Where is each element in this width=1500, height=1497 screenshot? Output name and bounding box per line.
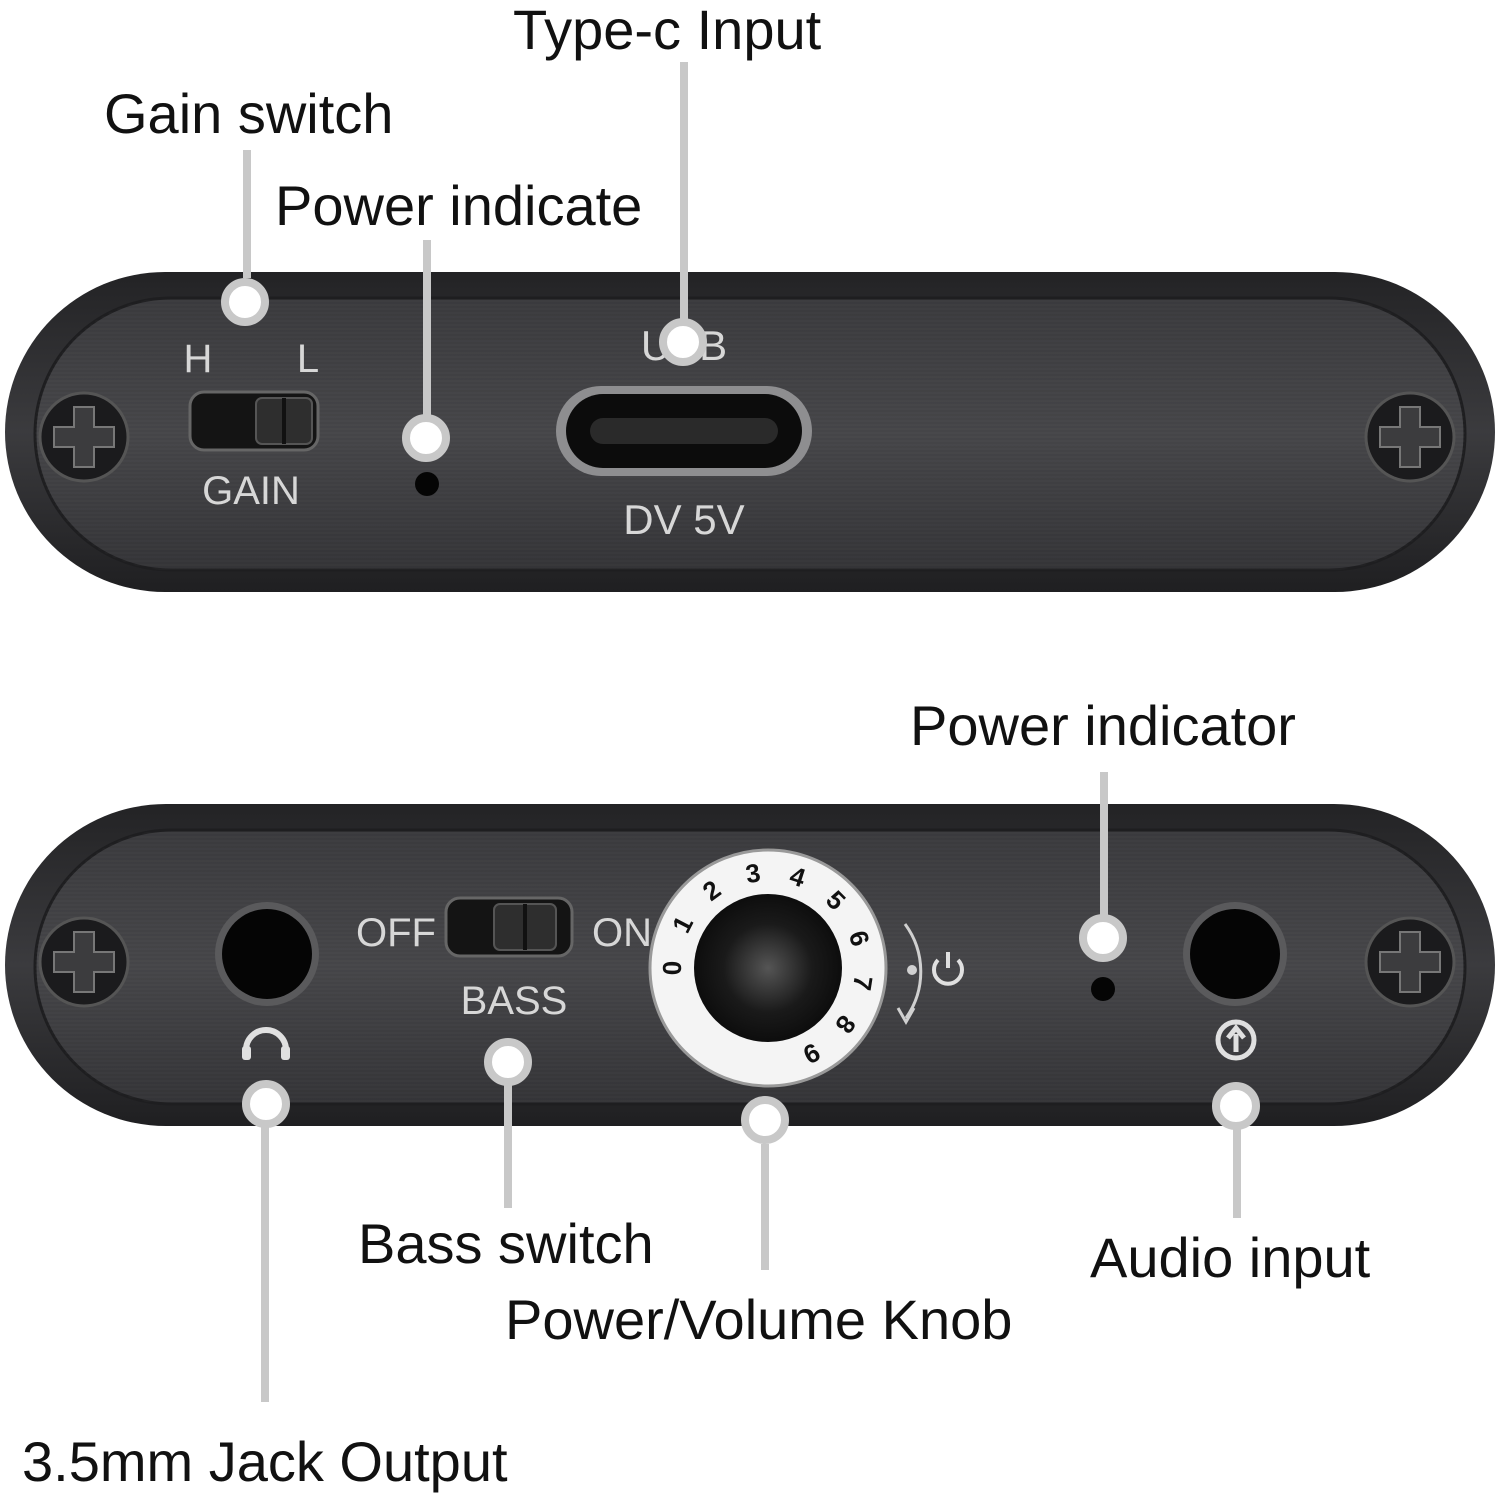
top-panel: H L GAIN USB DV 5V	[5, 272, 1495, 592]
headphone-icon	[242, 1027, 290, 1060]
knob-number-3: 3	[744, 857, 763, 889]
callout-markers	[221, 278, 1260, 1144]
knob-number-0: 0	[657, 961, 687, 975]
bass-on-label: ON	[592, 911, 652, 955]
screw-icon	[1364, 916, 1456, 1008]
usb-c-port[interactable]	[556, 386, 812, 476]
type-c-input-label: Type-c Input	[513, 0, 822, 61]
gain-low-label: L	[297, 337, 319, 381]
bass-off-label: OFF	[356, 911, 436, 955]
power-volume-knob-label: Power/Volume Knob	[505, 1288, 1013, 1351]
bass-label: BASS	[461, 979, 568, 1023]
leader-lines	[243, 62, 1241, 1402]
audio-input-label: Audio input	[1090, 1226, 1371, 1289]
power-arc	[896, 923, 923, 1026]
screw-icon	[38, 916, 130, 1008]
bass-switch-label: Bass switch	[358, 1212, 654, 1275]
jack-output-label: 3.5mm Jack Output	[22, 1430, 508, 1493]
dv-label: DV 5V	[623, 496, 744, 543]
gain-label: GAIN	[202, 469, 300, 513]
gain-high-label: H	[184, 337, 213, 381]
audio-input-icon	[1215, 1019, 1257, 1061]
power-led	[415, 472, 439, 496]
power-icon	[932, 952, 964, 986]
power-indicate-label: Power indicate	[275, 174, 643, 237]
headphone-jack[interactable]	[215, 902, 319, 1006]
power-indicator-label: Power indicator	[910, 694, 1296, 757]
power-indicator-led	[1091, 977, 1115, 1001]
audio-input-jack[interactable]	[1183, 902, 1287, 1006]
bass-switch[interactable]	[444, 896, 574, 958]
gain-switch[interactable]	[188, 390, 320, 452]
screw-icon	[38, 391, 130, 483]
gain-switch-label: Gain switch	[104, 82, 394, 145]
screw-icon	[1364, 391, 1456, 483]
knob-number-7: 7	[847, 974, 879, 993]
